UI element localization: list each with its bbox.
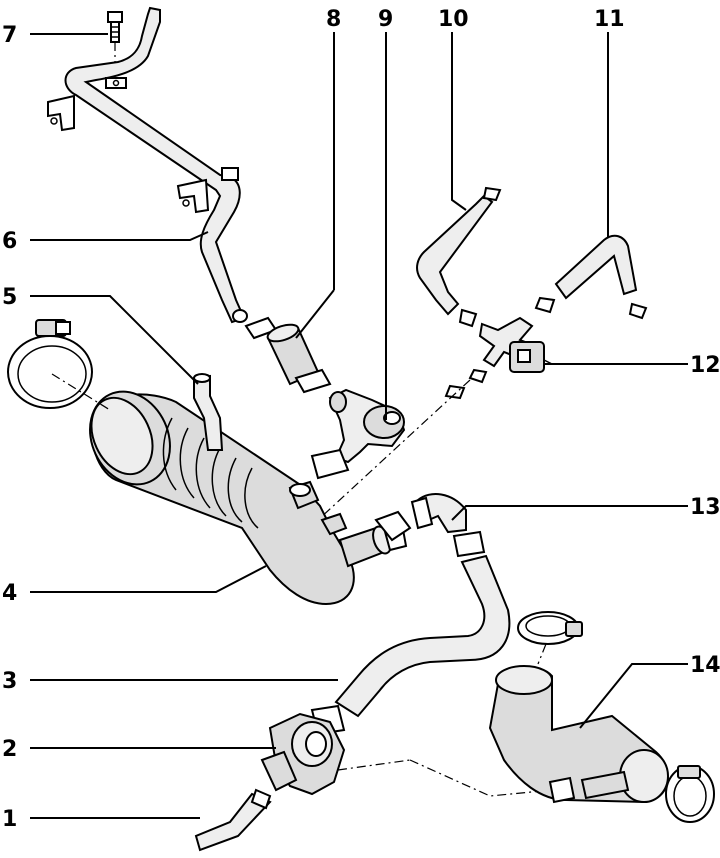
part-14-lower-duct: [488, 611, 715, 823]
part-8-short-hose: [244, 316, 332, 394]
callout-13: 13: [690, 495, 720, 520]
part-2-fitting: [260, 704, 553, 797]
callout-6: 6: [2, 229, 17, 254]
part-4-air-duct: [89, 390, 408, 606]
callout-10: 10: [438, 7, 469, 32]
part-11-hose: [534, 234, 648, 320]
callout-1: 1: [2, 807, 17, 832]
part-7-bolt: [107, 11, 123, 82]
part-9-valve: [310, 388, 406, 480]
assembly-axis-12-4: [317, 379, 471, 521]
callout-5: 5: [2, 285, 17, 310]
part-12-connector-valve: [444, 316, 553, 400]
part-3-long-hose: [334, 554, 511, 718]
hose-clamp-upper-left: [7, 319, 111, 411]
part-1-small-hose: [194, 788, 272, 852]
callout-3: 3: [2, 669, 17, 694]
callout-7: 7: [2, 23, 17, 48]
callout-14: 14: [690, 653, 720, 678]
callout-8: 8: [326, 7, 341, 32]
callout-labels: 7 8 9 10 11 6 5 12 13 4 14 3 2 1: [2, 7, 720, 832]
part-5-small-hose: [193, 373, 224, 451]
callout-11: 11: [594, 7, 625, 32]
bellows-ribs: [162, 417, 259, 529]
callout-2: 2: [2, 737, 17, 762]
part-6-support-tube: [47, 6, 248, 324]
part-10-hose: [416, 186, 502, 328]
callout-12: 12: [690, 353, 720, 378]
callout-9: 9: [378, 7, 393, 32]
callout-4: 4: [2, 581, 17, 606]
leader-lines: [30, 32, 688, 819]
part-13-elbow: [374, 493, 486, 558]
